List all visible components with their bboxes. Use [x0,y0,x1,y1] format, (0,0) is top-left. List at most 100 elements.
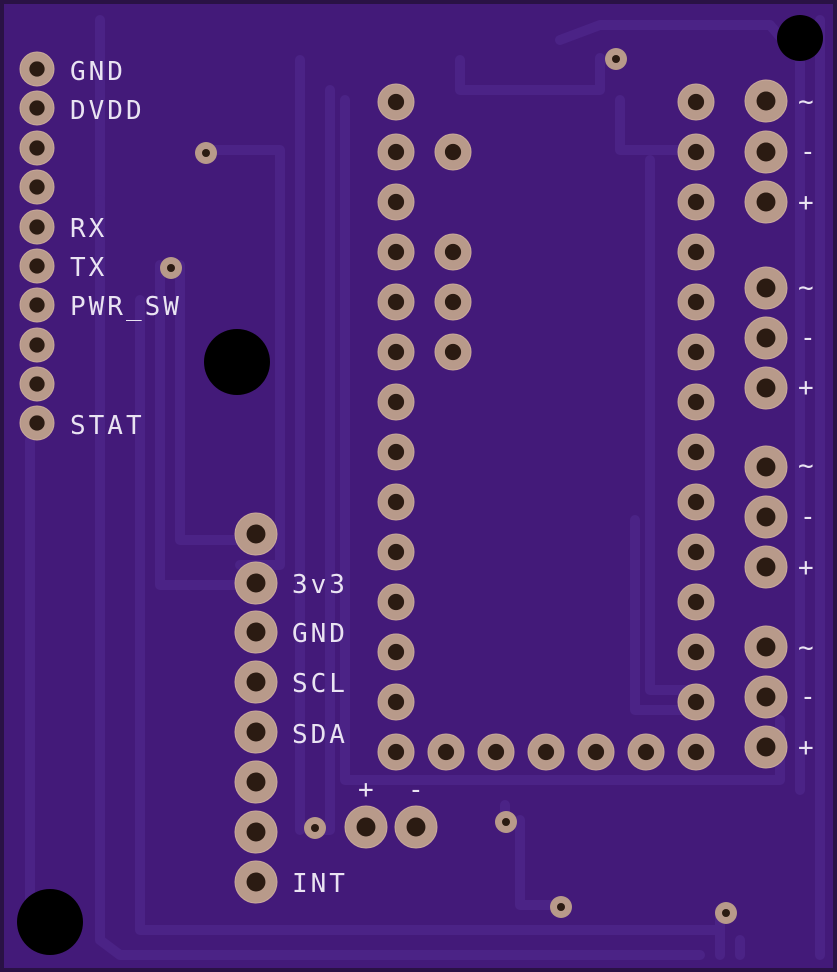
sensor-header-pin-hole [246,722,266,742]
left-header-pin-hole [29,258,45,274]
module-pin-left-hole [387,243,405,261]
left-header-pin-hole [29,140,45,156]
module-pin-left-hole [387,643,405,661]
module-pin-right-hole [687,193,705,211]
terminal-pin-hole [756,557,776,577]
label-gnd: GND [70,57,126,87]
module-pin-left-hole [387,143,405,161]
module-pin-right-hole [687,143,705,161]
terminal-label: - [800,682,819,712]
label-dvdd: DVDD [70,96,145,126]
module-pin-right-hole [687,243,705,261]
left-header-pin-hole [29,61,45,77]
terminal-pin-hole [756,737,776,757]
module-pin-left-hole [387,693,405,711]
label-power-plus: + [358,775,377,805]
module-pin-right-hole [687,593,705,611]
module-pin-right-hole [687,543,705,561]
module-pin-left-hole [387,593,405,611]
terminal-label: ~ [798,633,817,663]
module-pin-left-hole [387,543,405,561]
sensor-header-labels: 3v3 GND SCL SDA INT [292,570,348,899]
label-tx: TX [70,253,107,283]
module-pin-right-hole [687,643,705,661]
module-extra-pin-hole [444,143,462,161]
terminal-pin-hole [756,91,776,111]
label-sensor-gnd: GND [292,619,348,649]
mount-hole [204,329,270,395]
sensor-header-pin-hole [246,672,266,692]
sensor-header-pin-hole [246,822,266,842]
left-header-pin-hole [29,415,45,431]
terminal-label: - [800,323,819,353]
module-pin-left-hole [387,343,405,361]
module-pin-right-hole [687,493,705,511]
label-3v3: 3v3 [292,570,348,600]
module-pin-right-hole [687,693,705,711]
left-header-pin-hole [29,297,45,313]
copper-traces [25,15,825,960]
terminal-pin-hole [756,278,776,298]
module-pin-right-hole [687,293,705,311]
via-hole [202,149,210,157]
terminal-label: ~ [798,451,817,481]
module-extra-pin-hole [444,243,462,261]
module-pin-left-hole [387,293,405,311]
module-pin-right-hole [687,443,705,461]
left-header-pin-hole [29,179,45,195]
module-pin-right-hole [687,743,705,761]
via-hole [722,909,730,917]
module-pin-left-hole [387,443,405,461]
left-header-pin-hole [29,337,45,353]
module-pin-bottom-hole [487,743,505,761]
terminal-label: - [800,502,819,532]
power-pin-plus-hole [356,817,376,837]
terminal-label: ~ [798,87,817,117]
label-pwr-sw: PWR_SW [70,292,182,322]
module-pin-left-hole [387,493,405,511]
label-power-minus: - [408,775,427,805]
terminal-label: - [800,137,819,167]
via-hole [502,818,510,826]
terminal-pin-hole [756,457,776,477]
terminal-labels: ~ - + ~ - + ~ - + ~ - + [798,87,819,763]
module-pin-right-hole [687,93,705,111]
module-pin-right-hole [687,393,705,411]
sensor-header-pin-hole [246,573,266,593]
module-extra-pin-hole [444,343,462,361]
sensor-header-pin-hole [246,524,266,544]
terminal-pin-hole [756,378,776,398]
sensor-header-pin-hole [246,772,266,792]
module-pin-bottom-hole [537,743,555,761]
sensor-header-pin-hole [246,872,266,892]
terminal-pin-hole [756,142,776,162]
label-int: INT [292,869,348,899]
terminal-label: + [798,188,817,218]
module-pin-left-hole [387,743,405,761]
module-pin-left-hole [387,193,405,211]
terminal-label: ~ [798,273,817,303]
terminal-pin-hole [756,507,776,527]
module-pin-left-hole [387,93,405,111]
vias [160,48,737,924]
mount-hole [17,889,83,955]
terminal-label: + [798,373,817,403]
label-sda: SDA [292,720,348,750]
module-pin-bottom-hole [437,743,455,761]
left-header-pin-hole [29,219,45,235]
terminal-pin-hole [756,328,776,348]
module-pin-bottom-hole [587,743,605,761]
power-pin-minus-hole [406,817,426,837]
terminal-label: + [798,733,817,763]
terminal-pin-hole [756,192,776,212]
via-hole [612,55,620,63]
sensor-header-pin-hole [246,622,266,642]
label-rx: RX [70,214,107,244]
module-pin-left-hole [387,393,405,411]
left-header-labels: GND DVDD RX TX PWR_SW STAT [70,57,182,441]
label-scl: SCL [292,669,348,699]
module-pin-bottom-hole [637,743,655,761]
module-pin-right-hole [687,343,705,361]
terminal-label: + [798,553,817,583]
label-stat: STAT [70,411,145,441]
